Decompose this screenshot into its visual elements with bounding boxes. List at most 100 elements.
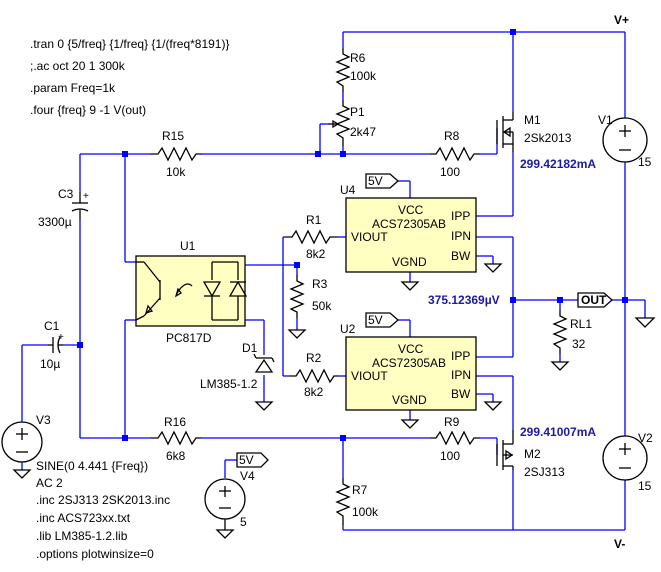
d1-ref: D1 [242,341,258,355]
u2-value: ACS72305AB [372,356,446,370]
r16-value: 6k8 [166,449,186,463]
r9-value: 100 [440,449,460,463]
u2-bw-pin: BW [451,387,471,401]
r1-value: 8k2 [306,247,326,261]
v2-ref: V2 [638,431,653,445]
capacitor-c1[interactable]: + C1 10µ [40,319,64,371]
ground-symbols [12,263,656,539]
directive-line: .inc 2SJ313 2SK2013.inc [36,493,170,507]
r2-ref: R2 [306,351,322,365]
c3-plus: + [83,191,89,202]
resistor-r2[interactable]: R2 8k2 [290,351,338,399]
r7-value: 100k [352,505,379,519]
m2-value: 2SJ313 [524,465,565,479]
c1-plus: + [58,332,64,343]
u4-ipp-pin: IPP [451,209,470,223]
m2-current-readout: 299.41007mA [520,425,596,439]
u2-vcc-pin: VCC [398,342,424,356]
mosfet-m2[interactable]: M2 2SJ313 [496,430,565,479]
directive-line: .inc ACS723xx.txt [36,511,131,525]
u4-value: ACS72305AB [372,217,446,231]
v3-value: SINE(0 4.441 {Freq}) [36,459,148,473]
resistor-r9[interactable]: R9 100 [430,415,480,463]
voltage-source-v1[interactable]: V1 15 [598,113,652,169]
p1-ref: P1 [350,105,365,119]
mosfet-m1[interactable]: M1 2Sk2013 [496,112,572,152]
u4-vcc-pin: VCC [398,203,424,217]
u4-ref: U4 [340,183,356,197]
r3-ref: R3 [312,277,328,291]
u4-supply-label: 5V [365,173,399,189]
u2-vgnd-pin: VGND [392,393,427,407]
c3-ref: C3 [58,187,74,201]
m1-ref: M1 [524,113,541,127]
v3-ac: AC 2 [36,476,63,490]
voltage-source-v2[interactable]: V2 15 [602,431,653,493]
r2-value: 8k2 [304,385,324,399]
u2-viout-pin: VIOUT [351,369,388,383]
p1-value: 2k47 [350,125,376,139]
c1-value: 10µ [40,357,60,371]
m1-current-readout: 299.42182mA [520,157,596,171]
resistor-rl1[interactable]: RL1 32 [552,310,592,354]
directive-line: .options plotwinsize=0 [36,547,154,561]
u1-ref: U1 [180,239,196,253]
out-label-text: OUT [581,293,607,307]
v1-value: 15 [638,155,652,169]
u4-ipn-pin: IPN [451,229,471,243]
r15-value: 10k [166,165,186,179]
rl1-value: 32 [572,337,586,351]
resistor-r1[interactable]: R1 8k2 [286,213,338,261]
u4-vgnd-pin: VGND [392,255,427,269]
r6-value: 100k [350,69,377,83]
r8-value: 100 [440,165,460,179]
directive-line: .four {freq} 9 -1 V(out) [30,103,146,117]
u4-supply-text: 5V [368,174,383,188]
c3-value: 3300µ [38,215,72,229]
v4-supply-text: 5V [239,453,254,467]
r16-ref: R16 [164,415,186,429]
directive-line: .lib LM385-1.2.lib [36,529,128,543]
c1-ref: C1 [44,319,60,333]
directive-line: .tran 0 {5/freq} {1/freq} {1/(freq*8191)… [30,37,229,51]
resistor-r7[interactable]: R7 100k [335,478,379,525]
u2-ipn-pin: IPN [451,368,471,382]
v4-ref: V4 [240,469,255,483]
u4-viout-pin: VIOUT [351,230,388,244]
resistor-r8[interactable]: R8 100 [430,129,480,179]
rl1-ref: RL1 [570,317,592,331]
spice-directives: .tran 0 {5/freq} {1/freq} {1/(freq*8191)… [30,37,229,561]
potentiometer-p1[interactable]: P1 2k47 [328,100,376,146]
resistor-r15[interactable]: R15 10k [150,129,202,179]
ic-u2[interactable]: U2 VCC ACS72305AB IPP IPN VIOUT BW VGND [340,322,477,411]
r1-ref: R1 [306,213,322,227]
directive-line: .param Freq=1k [30,81,116,95]
optocoupler-u1[interactable]: U1 PC817D [135,239,248,345]
u2-supply-text: 5V [368,313,383,327]
resistor-r6[interactable]: R6 100k [335,48,377,92]
capacitor-c3[interactable]: + C3 3300µ [38,187,89,229]
r6-ref: R6 [350,51,366,65]
u4-bw-pin: BW [451,249,471,263]
v3-ref: V3 [36,413,51,427]
v4-supply-label: 5V [236,452,269,468]
r7-ref: R7 [352,483,368,497]
m1-value: 2Sk2013 [524,131,572,145]
u2-supply-label: 5V [365,312,399,328]
out-voltage-readout: 375.12369µV [428,293,500,307]
r3-value: 50k [312,299,332,313]
rail-label-vplus: V+ [614,13,629,27]
voltage-source-v4[interactable]: V4 5 [204,469,255,530]
rail-label-vminus: V- [614,537,625,551]
r8-ref: R8 [444,129,460,143]
v4-value: 5 [240,515,247,529]
resistor-r16[interactable]: R16 6k8 [150,415,202,463]
ic-u4[interactable]: U4 VCC ACS72305AB IPP IPN VIOUT BW VGND [340,183,477,273]
d1-value: LM385-1.2 [200,377,258,391]
r9-ref: R9 [444,415,460,429]
diode-d1[interactable]: D1 LM385-1.2 [200,341,275,391]
voltage-source-v3[interactable]: V3 SINE(0 4.441 {Freq}) AC 2 [1,413,148,490]
resistor-r3[interactable]: R3 50k [289,275,332,318]
junctions [77,29,628,441]
